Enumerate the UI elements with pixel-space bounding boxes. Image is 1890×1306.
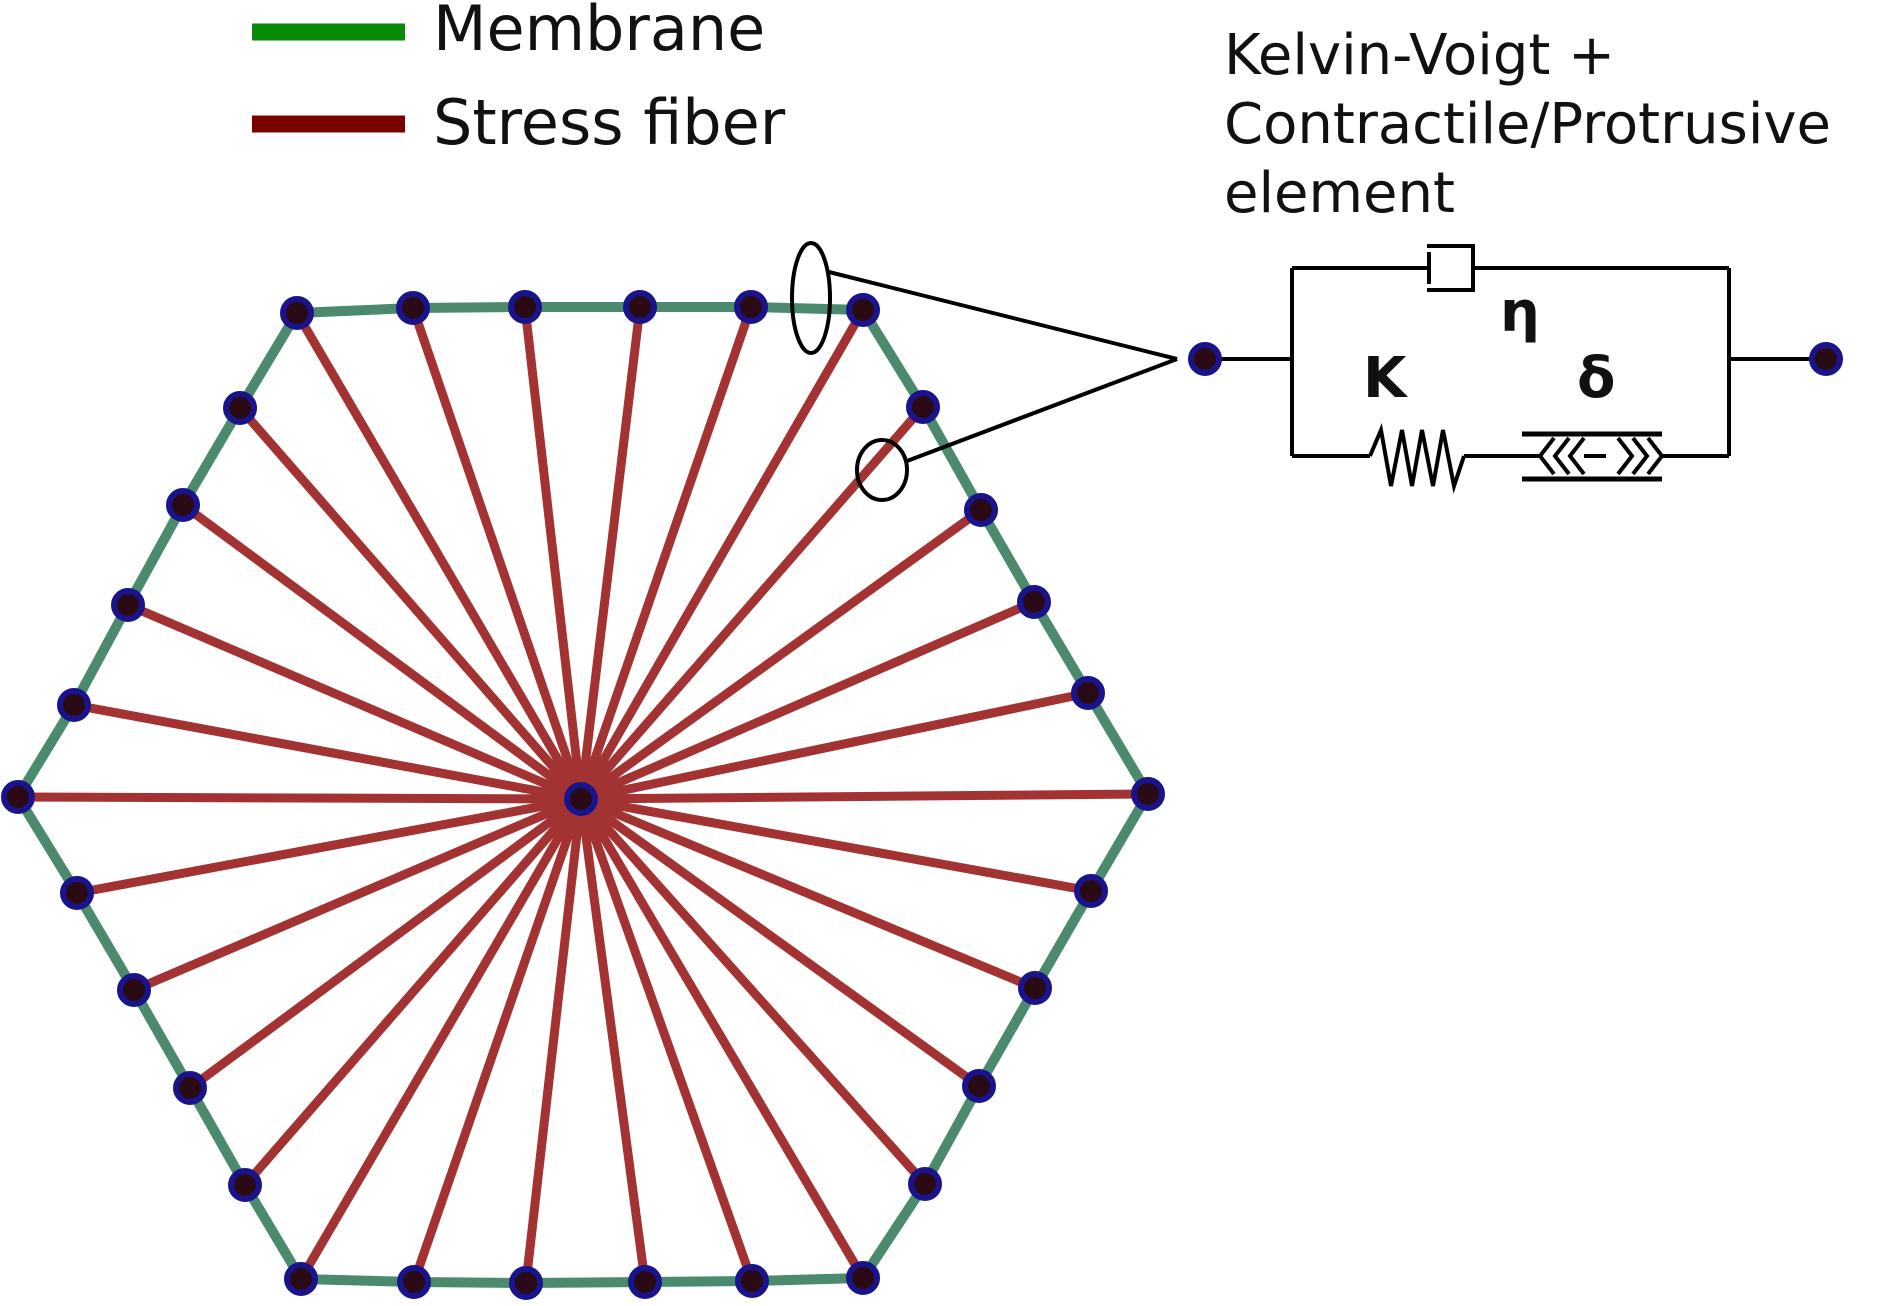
- node-dot-icon: [280, 296, 314, 330]
- node-dot-icon: [628, 1265, 662, 1299]
- model-title-line-2: Contractile/Protrusive: [1224, 92, 1831, 157]
- callout-line-upper: [828, 270, 1178, 361]
- active-element-icon: [1522, 431, 1665, 482]
- stress-fiber: [76, 794, 582, 898]
- stress-fiber: [577, 307, 867, 802]
- node-dot-icon: [396, 291, 430, 325]
- stress-fiber: [408, 306, 586, 801]
- stress-fiber: [576, 797, 757, 1283]
- node-dot-icon: [1809, 342, 1843, 376]
- node-dot-icon: [1131, 777, 1165, 811]
- stress-fibers: [17, 305, 1149, 1284]
- spring-icon: [1368, 423, 1466, 494]
- model-title-line-3: element: [1224, 161, 1455, 226]
- node-dot-icon: [117, 973, 151, 1007]
- stress-fiber: [578, 506, 984, 803]
- node-dot-icon: [1074, 874, 1108, 908]
- stress-fiber: [409, 797, 586, 1284]
- node-dot-icon: [908, 1167, 942, 1201]
- stress-fiber: [180, 501, 584, 803]
- stress-fiber: [577, 796, 867, 1281]
- node-dot-icon: [60, 876, 94, 910]
- stress-fiber: [126, 600, 583, 804]
- callout: [790, 241, 1178, 502]
- node-dot-icon: [57, 688, 91, 722]
- node-dot-icon: [964, 493, 998, 527]
- node-dot-icon: [397, 1265, 431, 1299]
- stress-fiber: [576, 306, 645, 800]
- stress-fiber: [579, 794, 1037, 993]
- circuit-nodes: [1188, 342, 1843, 376]
- stress-fiber: [521, 798, 586, 1284]
- legend: Membrane Stress fiber: [252, 0, 786, 159]
- node-dot-icon: [846, 1261, 880, 1295]
- node-dot-icon: [735, 1264, 769, 1298]
- model-title-line-1: Kelvin-Voigt +: [1224, 23, 1615, 88]
- node-dot-icon: [111, 588, 145, 622]
- legend-stress-fiber-label: Stress fiber: [433, 86, 786, 159]
- stress-fiber: [73, 700, 582, 804]
- node-dot-icon: [1, 780, 35, 814]
- node-dot-icon: [166, 488, 200, 522]
- stress-fiber: [187, 795, 584, 1092]
- node-dot-icon: [623, 290, 657, 324]
- node-dot-icon: [1071, 676, 1105, 710]
- stress-fiber: [580, 789, 1149, 804]
- stress-fiber: [241, 796, 585, 1188]
- stress-fiber: [236, 405, 585, 802]
- stress-fiber: [576, 305, 756, 801]
- viscosity-symbol: η: [1500, 280, 1540, 345]
- node-dot-icon: [508, 290, 542, 324]
- node-dot-icon: [509, 1266, 543, 1300]
- legend-membrane-label: Membrane: [433, 0, 765, 65]
- stress-fiber: [293, 310, 585, 802]
- node-dot-icon: [173, 1071, 207, 1105]
- stress-fiber: [580, 688, 1089, 804]
- nodes: [1, 290, 1165, 1300]
- stress-fiber: [577, 404, 927, 802]
- callout-ellipse-icon: [855, 438, 909, 502]
- stress-fiber: [132, 794, 583, 995]
- stress-fiber: [297, 796, 585, 1282]
- node-dot-icon: [734, 290, 768, 324]
- stress-fiber: [577, 796, 929, 1187]
- stress-fiber: [520, 306, 586, 800]
- stress-fiber: [17, 792, 582, 804]
- stress-fiber: [579, 597, 1036, 804]
- stress-fiber: [576, 798, 650, 1283]
- node-dot-icon: [228, 1168, 262, 1202]
- node-dot-icon: [223, 391, 257, 425]
- node-dot-icon: [564, 782, 598, 816]
- dashpot-icon: [1292, 244, 1729, 292]
- node-dot-icon: [1188, 342, 1222, 376]
- node-dot-icon: [846, 293, 880, 327]
- stress-fiber: [580, 794, 1092, 896]
- node-dot-icon: [1017, 585, 1051, 619]
- active-symbol: δ: [1577, 346, 1615, 411]
- node-dot-icon: [906, 390, 940, 424]
- node-dot-icon: [284, 1262, 318, 1296]
- node-dot-icon: [962, 1069, 996, 1103]
- node-dot-icon: [1018, 971, 1052, 1005]
- callout-ellipse-icon: [790, 241, 832, 355]
- model-title: Kelvin-Voigt + Contractile/Protrusive el…: [1224, 23, 1831, 226]
- callout-line-lower: [906, 357, 1178, 463]
- kelvin-voigt-circuit: [1205, 244, 1826, 494]
- stiffness-symbol: K: [1363, 346, 1409, 411]
- stress-fiber: [578, 795, 982, 1090]
